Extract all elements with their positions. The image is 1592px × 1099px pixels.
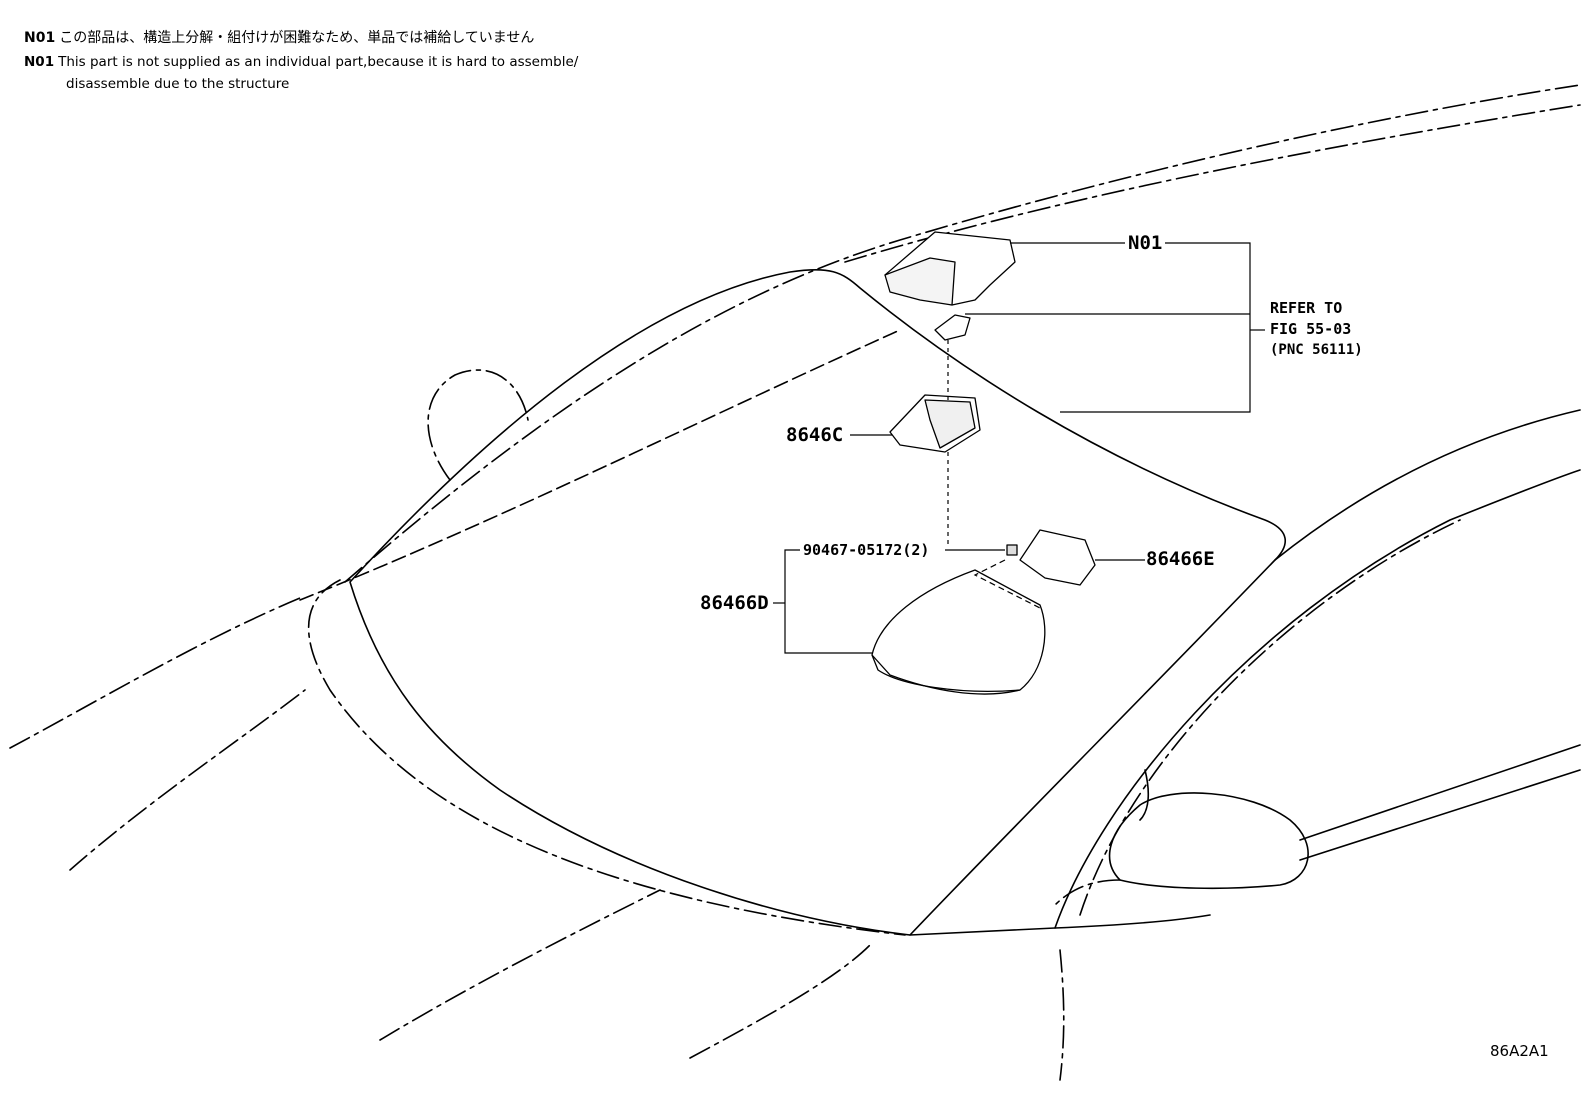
callout-refer-line3[interactable]: (PNC 56111) bbox=[1270, 342, 1363, 358]
align-dashed-3 bbox=[973, 559, 1041, 609]
note-text: disassemble due to the structure bbox=[66, 76, 290, 92]
n01-clip-part bbox=[934, 314, 971, 341]
hood-left-edge bbox=[379, 889, 661, 1041]
housing-86466d-part bbox=[871, 569, 1046, 695]
note-text: この部品は、構造上分解・組付けが困難なため、単品では補給していません bbox=[59, 30, 535, 46]
camera-8646c-face bbox=[924, 399, 976, 449]
callout-86466e[interactable]: 86466E bbox=[1146, 548, 1215, 570]
right-mirror-arm bbox=[1299, 744, 1581, 841]
right-lower-line bbox=[1059, 949, 1065, 1081]
note-text: This part is not supplied as an individu… bbox=[58, 54, 579, 70]
cover-86466e-part bbox=[1019, 529, 1096, 586]
leader-86466d-bracket bbox=[784, 549, 872, 654]
right-belt-line bbox=[1139, 769, 1150, 821]
hood-center-edge bbox=[689, 944, 871, 1059]
figure-id: 86A2A1 bbox=[1490, 1042, 1549, 1060]
callout-90467[interactable]: 90467-05172(2) bbox=[803, 541, 930, 559]
header-dashed bbox=[299, 329, 901, 601]
right-a-pillar-inner bbox=[1054, 469, 1581, 929]
left-fender-upper bbox=[9, 597, 301, 749]
right-mirror bbox=[1108, 792, 1309, 890]
right-a-pillar bbox=[1274, 409, 1581, 561]
right-door-line bbox=[1079, 519, 1461, 916]
right-mirror-arm-2 bbox=[1299, 769, 1581, 861]
n01-bracket-face bbox=[884, 257, 956, 306]
callout-refer-line2[interactable]: FIG 55-03 bbox=[1270, 320, 1352, 338]
housing-86466d-bottom bbox=[871, 654, 1021, 692]
right-fender-line bbox=[1054, 879, 1121, 906]
note-line-en-2: disassemble due to the structure bbox=[66, 74, 289, 94]
callout-n01[interactable]: N01 bbox=[1128, 232, 1163, 254]
note-code: N01 bbox=[24, 30, 56, 46]
callout-refer-line1[interactable]: REFER TO bbox=[1270, 299, 1343, 317]
a-pillar-left bbox=[307, 579, 906, 936]
left-mirror bbox=[427, 369, 529, 481]
callout-86466d[interactable]: 86466D bbox=[700, 592, 769, 614]
leader-n01-tail bbox=[1060, 242, 1251, 413]
left-fender-lower bbox=[69, 689, 306, 871]
windshield-glass bbox=[349, 268, 1286, 936]
screw-90467-part bbox=[1006, 544, 1018, 556]
roof-outer-edge bbox=[344, 84, 1581, 583]
callout-8646c[interactable]: 8646C bbox=[786, 424, 844, 446]
cowl-line bbox=[909, 914, 1211, 936]
note-code: N01 bbox=[24, 54, 55, 70]
